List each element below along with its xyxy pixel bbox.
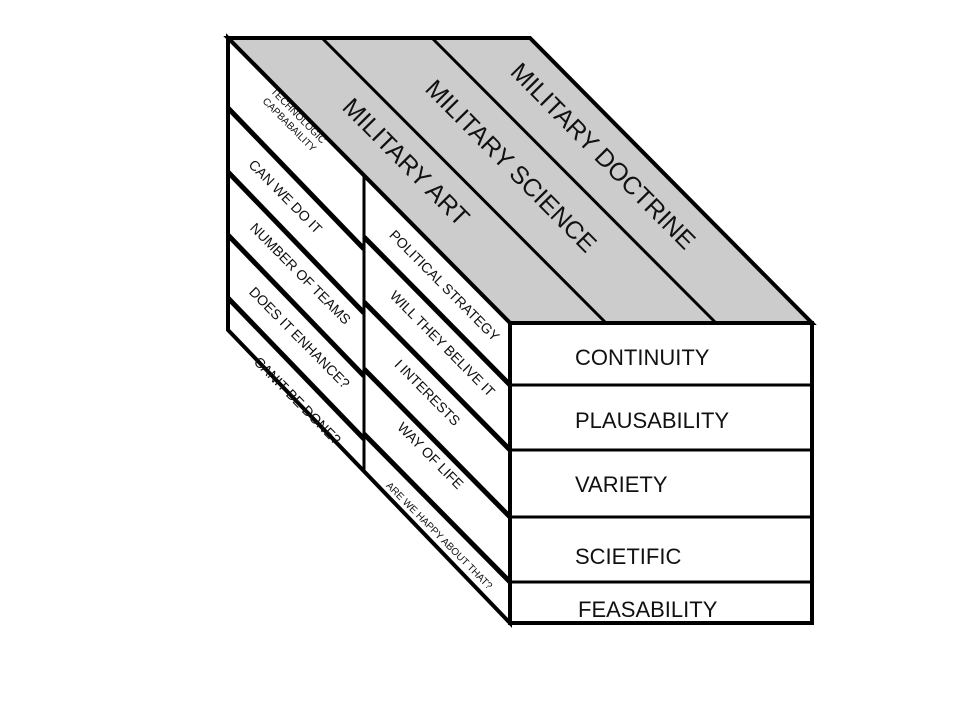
- front-face: [508, 321, 814, 625]
- front-row-variety: VARIETY: [575, 472, 668, 497]
- front-row-lines: [510, 383, 812, 584]
- front-row-feasability: FEASABILITY: [578, 597, 718, 622]
- front-row-continuity: CONTINUITY: [575, 345, 710, 370]
- top-divider-1: [320, 36, 608, 325]
- front-row-scietific: SCIETIFIC: [575, 544, 681, 569]
- side-right-row-lines: [362, 235, 512, 584]
- top-divider-2: [430, 36, 718, 325]
- side-left-row-lines: [226, 106, 366, 441]
- front-row-plausability: PLAUSABILITY: [575, 408, 729, 433]
